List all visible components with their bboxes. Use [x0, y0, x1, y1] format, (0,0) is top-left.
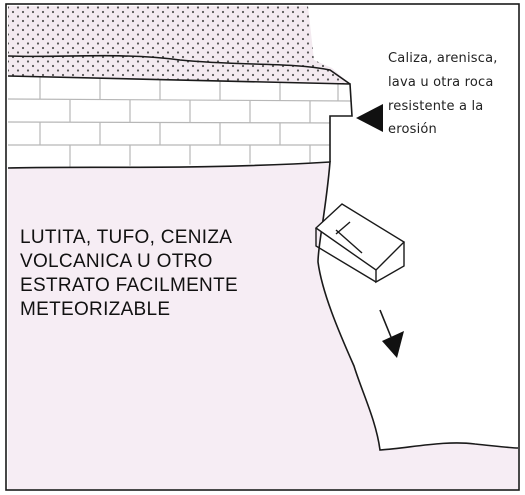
cliff-profile-line	[7, 161, 519, 451]
weak-stratum	[8, 162, 518, 489]
rock-label-line-2: lava u otra roca	[388, 75, 494, 90]
rock-label-line-1: Caliza, arenisca,	[388, 51, 498, 66]
rock-label-line-4: erosión	[388, 122, 437, 137]
fall-direction-arrow	[379, 309, 404, 358]
rock-label-line-3: resistente a la	[388, 99, 483, 114]
weak-stratum-label-line-2: VOLCANICA U OTRO	[20, 251, 213, 272]
weak-stratum-label-line-4: METEORIZABLE	[20, 299, 170, 320]
weak-stratum-label-line-1: LUTITA, TUFO, CENIZA	[20, 227, 232, 248]
brick-pattern	[8, 77, 352, 168]
dotted-layer-boundary	[7, 54, 351, 85]
dotted-top-layer-texture	[8, 6, 350, 84]
weak-stratum-label-line-3: ESTRATO FACILMENTE	[20, 275, 238, 296]
resistant-rock-layer	[7, 75, 353, 168]
pointer-arrow	[356, 104, 383, 132]
falling-block	[314, 203, 406, 284]
